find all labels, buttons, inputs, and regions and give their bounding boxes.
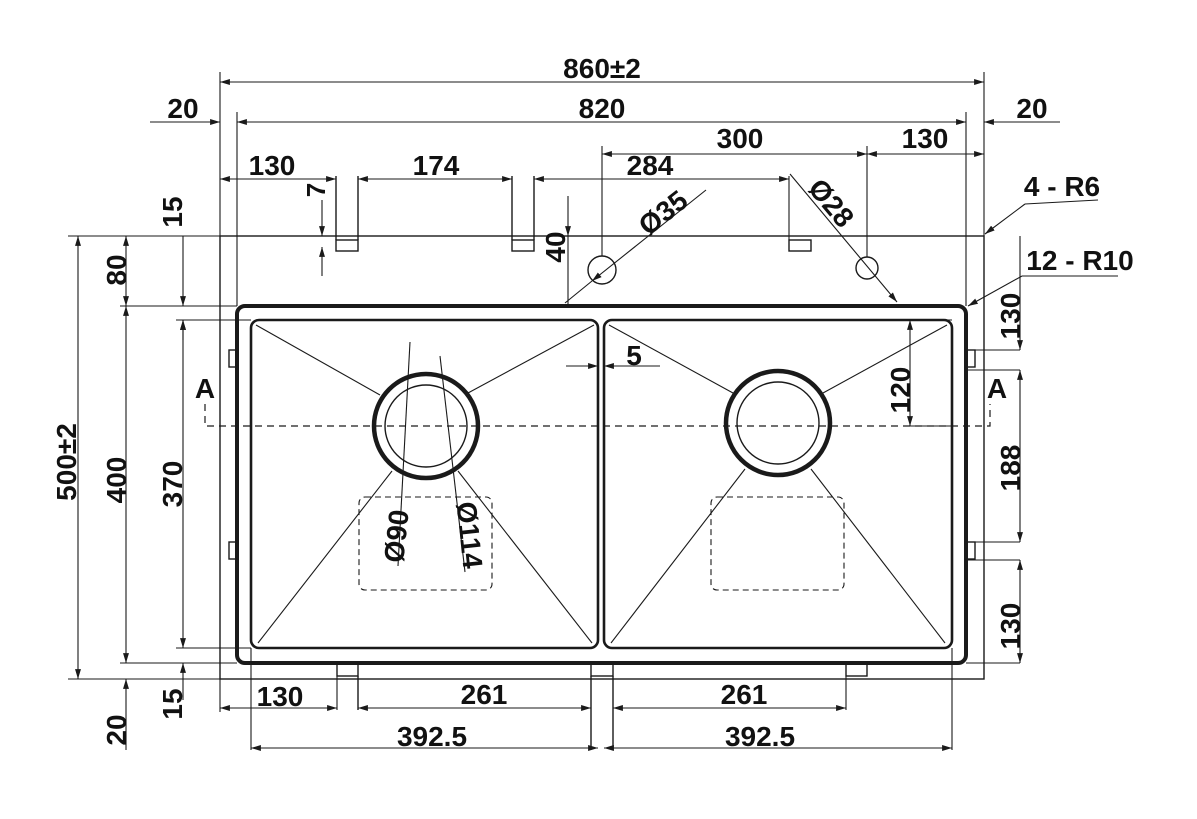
right-basket-outline [710,496,845,591]
dim-right-188: 188 [995,445,1026,492]
dim-drain-114: Ø114 [451,500,489,570]
dim-left-80: 80 [101,254,132,285]
tap-hole-35 [587,255,617,285]
dim-offset-40: 40 [540,231,571,262]
dim-drain-90: Ø90 [378,508,414,564]
bowl-frame [235,304,968,665]
section-label-right: A [987,373,1007,404]
dim-drain-offset-120: 120 [885,367,916,414]
dim-right-130-top: 130 [995,293,1026,340]
dim-bottom-261-right: 261 [721,679,768,710]
dim-overall-height: 500±2 [51,423,82,501]
left-basket-outline [358,496,493,591]
sink-outer-outline [219,235,985,680]
left-bowl [249,318,600,650]
dim-height-370: 370 [157,461,188,508]
dim-inner-width: 820 [579,93,626,124]
right-bowl [602,318,954,650]
top-mounting-clips [335,176,812,252]
dim-top-130-right: 130 [902,123,949,154]
section-label-left: A [195,373,215,404]
dim-divider-5: 5 [626,340,642,371]
dim-side-left: 20 [167,93,198,124]
dim-height-400: 400 [101,457,132,504]
dimension-labels: 860±2 820 20 20 300 130 130 174 284 7 Ø3… [51,53,1134,752]
dimension-lines [75,79,1118,751]
dim-left-20-bottom: 20 [101,714,132,745]
dim-top-7: 7 [301,183,331,197]
dim-bottom-130: 130 [257,681,304,712]
extension-lines [68,72,1020,750]
dim-corner-r10: 12 - R10 [1026,245,1133,276]
dim-top-174: 174 [413,150,460,181]
dim-top-130-left: 130 [249,150,296,181]
left-bowl-slope-lines [255,324,595,644]
dim-overall-width: 860±2 [563,53,641,84]
dim-side-right: 20 [1016,93,1047,124]
dim-left-15-bottom: 15 [157,688,188,719]
dim-right-130-bottom: 130 [995,603,1026,650]
dim-bowl-392-right: 392.5 [725,721,795,752]
dim-top-300: 300 [717,123,764,154]
dim-left-15-top: 15 [157,196,188,227]
dim-corner-r6: 4 - R6 [1024,171,1100,202]
section-line-a-a [204,404,991,427]
dim-tap-hole-35: Ø35 [633,184,694,241]
dim-bottom-261-left: 261 [461,679,508,710]
dim-top-284: 284 [627,150,674,181]
bottom-mounting-clips [336,663,868,750]
right-drain [723,368,833,478]
right-bowl-slope-lines [608,324,948,644]
dim-tap-hole-28: Ø28 [802,173,860,233]
dim-bowl-392-left: 392.5 [397,721,467,752]
side-mounting-clips [228,349,976,560]
